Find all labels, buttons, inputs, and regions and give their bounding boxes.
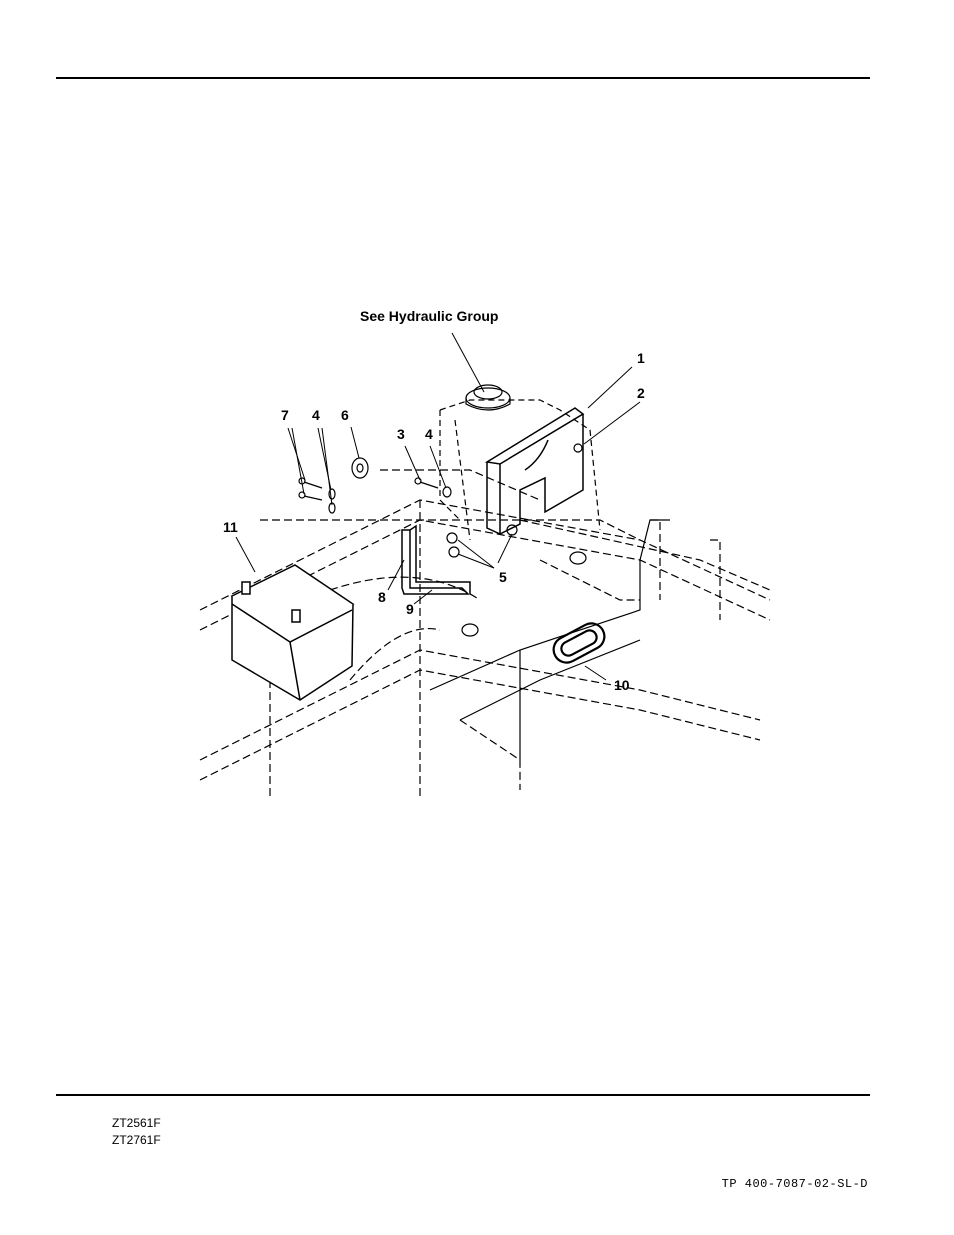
grommet: [552, 622, 606, 664]
model-number: ZT2761F: [112, 1133, 161, 1147]
battery: [230, 564, 355, 701]
callout-4: 4: [425, 426, 433, 442]
callout-see-hydraulic-group: See Hydraulic Group: [360, 308, 498, 324]
document-number: TP 400-7087-02-SL-D: [721, 1177, 868, 1191]
callout-6: 6: [341, 407, 349, 423]
callout-9: 9: [406, 601, 414, 617]
frame-solid: [429, 519, 670, 760]
callout-8: 8: [378, 589, 386, 605]
callout-2: 2: [637, 385, 645, 401]
callout-5: 5: [499, 569, 507, 585]
leader-lines: [235, 332, 641, 681]
callout-1: 1: [637, 350, 645, 366]
callout-7: 7: [281, 407, 289, 423]
callout-10: 10: [614, 677, 630, 693]
hardware: [298, 443, 583, 558]
model-number: ZT2561F: [112, 1116, 161, 1130]
footer-rule: [56, 1094, 870, 1096]
reservoir-cap: [465, 384, 511, 411]
hydraulic-tank-phantom: [439, 399, 601, 541]
callout-4: 4: [312, 407, 320, 423]
callout-3: 3: [397, 426, 405, 442]
tank-bracket: [484, 407, 585, 536]
battery-hold-down: [401, 524, 471, 595]
header-rule: [56, 77, 870, 79]
callout-11: 11: [223, 519, 238, 535]
model-list: ZT2561F ZT2761F: [112, 1115, 161, 1149]
parts-diagram: See Hydraulic Group 1 2 3 4 4 5 6 7 8 9 …: [199, 308, 771, 800]
